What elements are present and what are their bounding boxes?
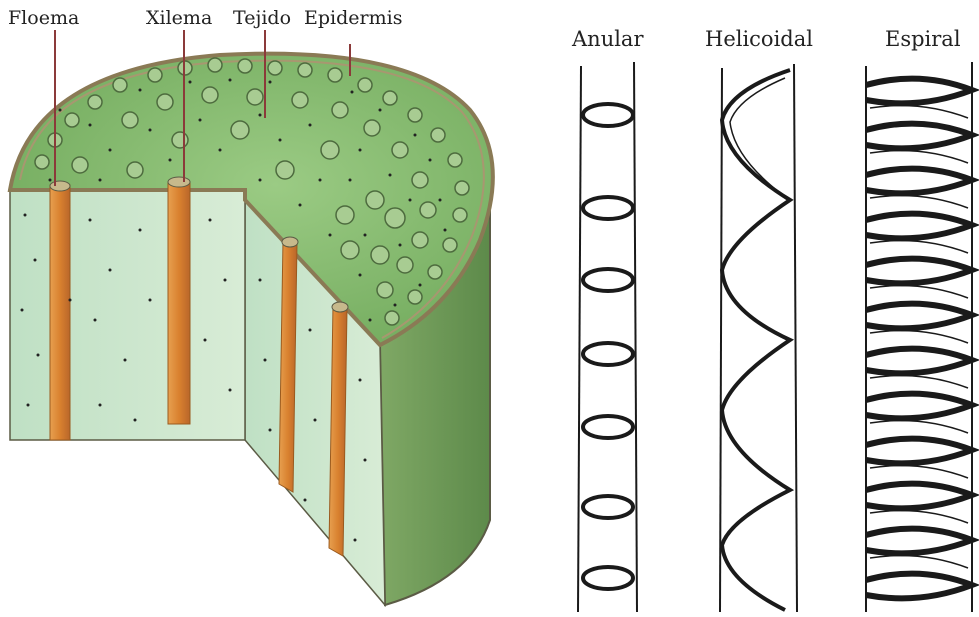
xylem-strand	[168, 182, 190, 424]
label-espiral: Espiral	[885, 27, 961, 51]
label-floema: Floema	[8, 7, 79, 29]
label-xilema: Xilema	[146, 7, 212, 29]
stem-cross-section: Floema Xilema Tejido Epidermis	[8, 7, 493, 605]
vessel-types: Anular Helicoidal Espiral	[571, 27, 972, 612]
label-tejido: Tejido	[233, 7, 291, 29]
label-epidermis: Epidermis	[304, 7, 402, 29]
vessel-espiral: Espiral	[866, 27, 972, 612]
phloem-strand	[50, 185, 70, 440]
label-anular: Anular	[571, 27, 644, 51]
annular-rings	[583, 104, 633, 589]
label-helicoidal: Helicoidal	[705, 27, 813, 51]
stem-cut-face-left	[10, 190, 245, 440]
helix-band	[722, 70, 790, 610]
vessel-anular: Anular	[571, 27, 644, 612]
vessel-helicoidal: Helicoidal	[705, 27, 813, 612]
